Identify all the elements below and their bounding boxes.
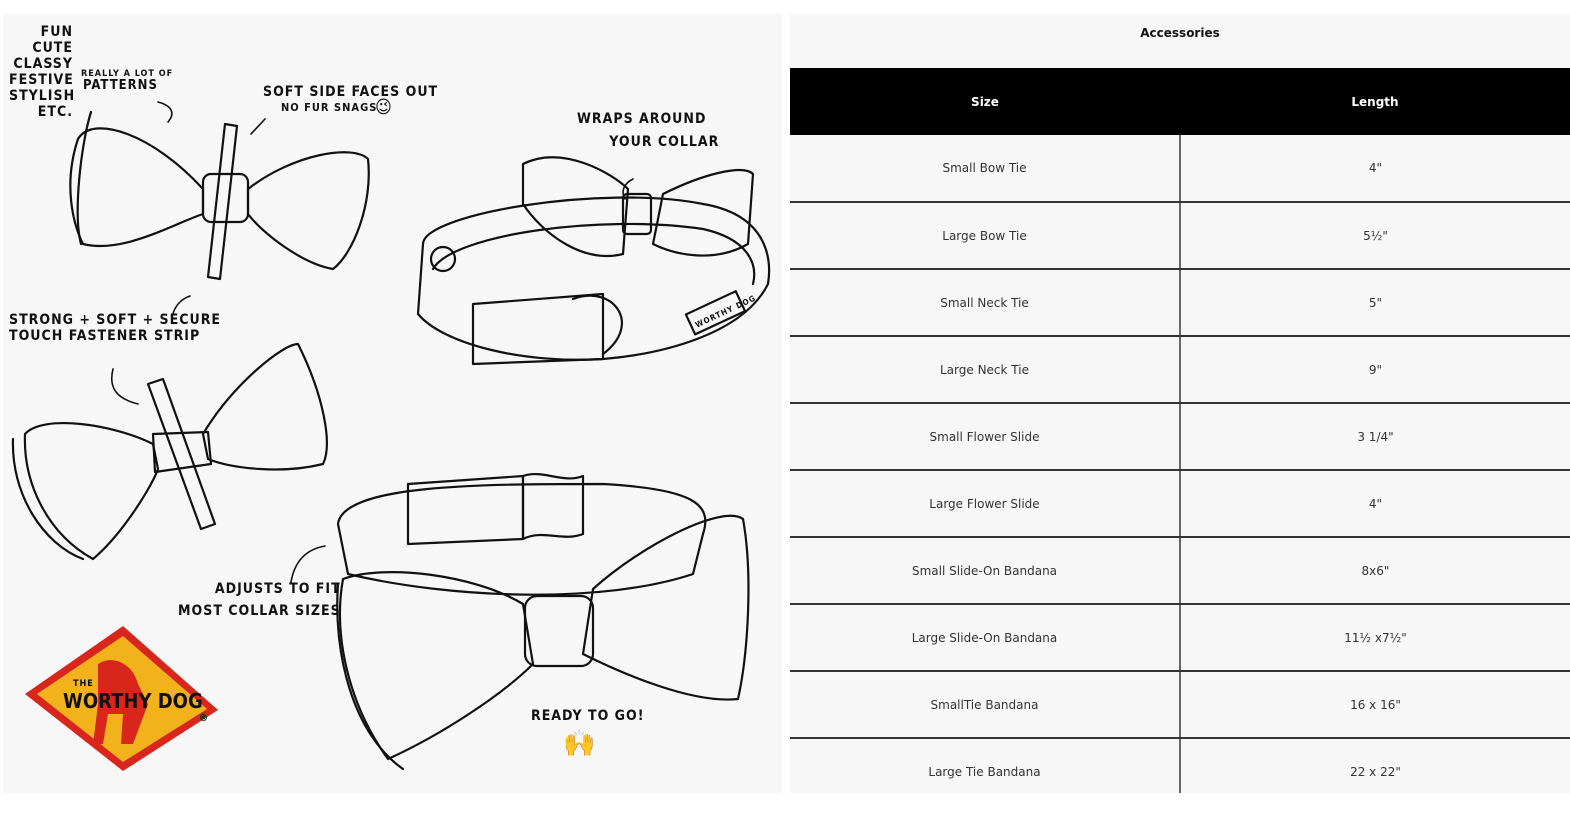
patterns-small-label: REALLY A LOT OF — [81, 69, 174, 79]
wraps-around-label: WRAPS AROUND YOUR COLLAR — [577, 111, 720, 150]
size-cell: Small Neck Tie — [790, 269, 1181, 337]
length-cell: 9" — [1180, 336, 1570, 404]
length-cell: 22 x 22" — [1180, 738, 1570, 793]
length-cell: 5" — [1180, 269, 1570, 337]
size-cell: Large Bow Tie — [790, 202, 1181, 270]
soft-side-label: SOFT SIDE FACES OUT — [263, 84, 439, 100]
wink-emoji-icon: 😉 — [375, 97, 393, 118]
arrows — [111, 101, 634, 583]
patterns-label: PATTERNS — [83, 78, 158, 93]
logo-registered-mark: ® — [199, 713, 209, 724]
size-cell: Large Slide-On Bandana — [790, 604, 1181, 672]
no-fur-label: NO FUR SNAGS — [281, 101, 378, 114]
adjectives-label: FUN CUTE CLASSY FESTIVE STYLISH ETC. — [9, 24, 76, 120]
fastener-strip-label: STRONG + SOFT + SECURE TOUCH FASTENER ST… — [9, 312, 222, 344]
table-title: Accessories — [1140, 26, 1220, 40]
bow-tie-drawings — [11, 101, 771, 771]
logo-the-text: THE — [73, 679, 94, 689]
collar-bottom-right — [336, 473, 750, 771]
size-cell: Large Flower Slide — [790, 470, 1181, 538]
worthy-dog-logo-diamond — [25, 626, 218, 771]
collar-top-right — [416, 156, 771, 366]
table-header-row: Size Length — [790, 68, 1570, 135]
length-cell: 8x6" — [1180, 537, 1570, 605]
size-cell: Small Slide-On Bandana — [790, 537, 1181, 605]
length-cell: 11½ x7½" — [1180, 604, 1570, 672]
bow-tie-middle-left — [11, 342, 328, 561]
size-cell: Large Tie Bandana — [790, 738, 1181, 793]
size-cell: Small Bow Tie — [790, 135, 1181, 203]
length-cell: 3 1/4" — [1180, 403, 1570, 471]
size-cell: Large Neck Tie — [790, 336, 1181, 404]
logo-brand-text: WORTHY DOG — [63, 689, 203, 713]
product-illustration: FUN CUTE CLASSY FESTIVE STYLISH ETC. REA… — [3, 14, 782, 793]
length-cell: 4" — [1180, 470, 1570, 538]
ready-to-go-label: READY TO GO! — [531, 708, 645, 724]
bow-tie-top-left — [69, 110, 370, 281]
raised-hands-emoji-icon: 🙌 — [563, 729, 597, 759]
header-length: Length — [1180, 68, 1570, 135]
size-cell: Small Flower Slide — [790, 403, 1181, 471]
size-cell: SmallTie Bandana — [790, 671, 1181, 739]
length-cell: 16 x 16" — [1180, 671, 1570, 739]
length-cell: 5½" — [1180, 202, 1570, 270]
adjusts-label: ADJUSTS TO FIT MOST COLLAR SIZES — [178, 581, 341, 619]
length-cell: 4" — [1180, 135, 1570, 203]
header-size: Size — [790, 68, 1180, 135]
